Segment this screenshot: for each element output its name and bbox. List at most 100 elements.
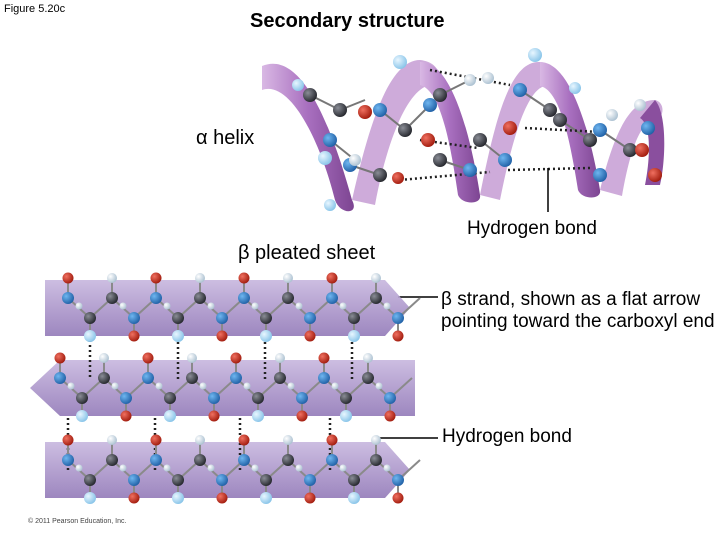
alpha-helix-label: α helix bbox=[196, 127, 255, 149]
atom bbox=[260, 492, 272, 504]
atom bbox=[62, 292, 74, 304]
atom bbox=[62, 272, 74, 284]
atom bbox=[120, 410, 132, 422]
atom bbox=[339, 464, 347, 472]
atom bbox=[326, 272, 338, 284]
atom bbox=[370, 454, 382, 466]
atom bbox=[252, 410, 264, 422]
atom bbox=[172, 474, 184, 486]
atom bbox=[216, 330, 228, 342]
atom bbox=[98, 372, 110, 384]
atom bbox=[243, 382, 251, 390]
atom bbox=[282, 454, 294, 466]
page-title: Secondary structure bbox=[250, 10, 445, 32]
atom bbox=[392, 492, 404, 504]
atom bbox=[326, 292, 338, 304]
atom bbox=[195, 435, 205, 445]
atom bbox=[363, 353, 373, 363]
atom bbox=[384, 410, 396, 422]
atom bbox=[384, 392, 396, 404]
atom bbox=[150, 454, 162, 466]
atom bbox=[62, 454, 74, 466]
atom bbox=[120, 392, 132, 404]
atom bbox=[383, 302, 391, 310]
atom bbox=[195, 273, 205, 283]
atom bbox=[216, 474, 228, 486]
atom bbox=[348, 474, 360, 486]
atom bbox=[295, 302, 303, 310]
atom bbox=[172, 312, 184, 324]
atom bbox=[296, 392, 308, 404]
atom bbox=[216, 492, 228, 504]
atom bbox=[111, 382, 119, 390]
atom bbox=[392, 312, 404, 324]
atom bbox=[238, 292, 250, 304]
atom bbox=[62, 434, 74, 446]
beta-strand-note: β strand, shown as a flat arrow pointing… bbox=[441, 289, 715, 332]
atom bbox=[331, 382, 339, 390]
atom bbox=[76, 392, 88, 404]
atom bbox=[164, 410, 176, 422]
atom bbox=[207, 302, 215, 310]
atom bbox=[67, 382, 75, 390]
atom bbox=[238, 454, 250, 466]
atom bbox=[163, 302, 171, 310]
atom bbox=[164, 392, 176, 404]
copyright-notice: © 2011 Pearson Education, Inc. bbox=[28, 518, 127, 525]
atom bbox=[283, 435, 293, 445]
helix-atom-spheres bbox=[292, 48, 662, 211]
atom bbox=[326, 454, 338, 466]
atom bbox=[362, 372, 374, 384]
atom bbox=[392, 474, 404, 486]
atom bbox=[106, 292, 118, 304]
atom bbox=[128, 474, 140, 486]
atom bbox=[238, 272, 250, 284]
helix-hydrogen-bond-label: Hydrogen bond bbox=[467, 218, 597, 239]
atom bbox=[199, 382, 207, 390]
beta-sheet-atoms bbox=[54, 272, 421, 504]
atom bbox=[84, 492, 96, 504]
atom bbox=[208, 392, 220, 404]
atom bbox=[348, 492, 360, 504]
atom bbox=[252, 392, 264, 404]
atom bbox=[119, 302, 127, 310]
atom bbox=[163, 464, 171, 472]
atom bbox=[106, 454, 118, 466]
atom bbox=[370, 292, 382, 304]
beta-sheet-label: β pleated sheet bbox=[238, 242, 376, 264]
atom bbox=[194, 454, 206, 466]
atom bbox=[304, 312, 316, 324]
atom bbox=[340, 392, 352, 404]
atom bbox=[371, 273, 381, 283]
atom bbox=[318, 372, 330, 384]
atom bbox=[296, 410, 308, 422]
atom bbox=[119, 464, 127, 472]
atom bbox=[84, 474, 96, 486]
atom bbox=[318, 352, 330, 364]
atom bbox=[295, 464, 303, 472]
atom bbox=[155, 382, 163, 390]
atom bbox=[392, 330, 404, 342]
atom bbox=[304, 330, 316, 342]
atom bbox=[128, 312, 140, 324]
atom bbox=[260, 330, 272, 342]
atom bbox=[54, 352, 66, 364]
atom bbox=[194, 292, 206, 304]
atom bbox=[208, 410, 220, 422]
atom bbox=[282, 292, 294, 304]
atom bbox=[172, 492, 184, 504]
atom bbox=[340, 410, 352, 422]
atom bbox=[75, 302, 83, 310]
atom bbox=[142, 372, 154, 384]
atom bbox=[274, 372, 286, 384]
atom bbox=[187, 353, 197, 363]
atom bbox=[230, 372, 242, 384]
atom bbox=[99, 353, 109, 363]
atom bbox=[326, 434, 338, 446]
atom bbox=[383, 464, 391, 472]
atom bbox=[84, 330, 96, 342]
atom bbox=[54, 372, 66, 384]
atom bbox=[275, 353, 285, 363]
atom bbox=[260, 312, 272, 324]
